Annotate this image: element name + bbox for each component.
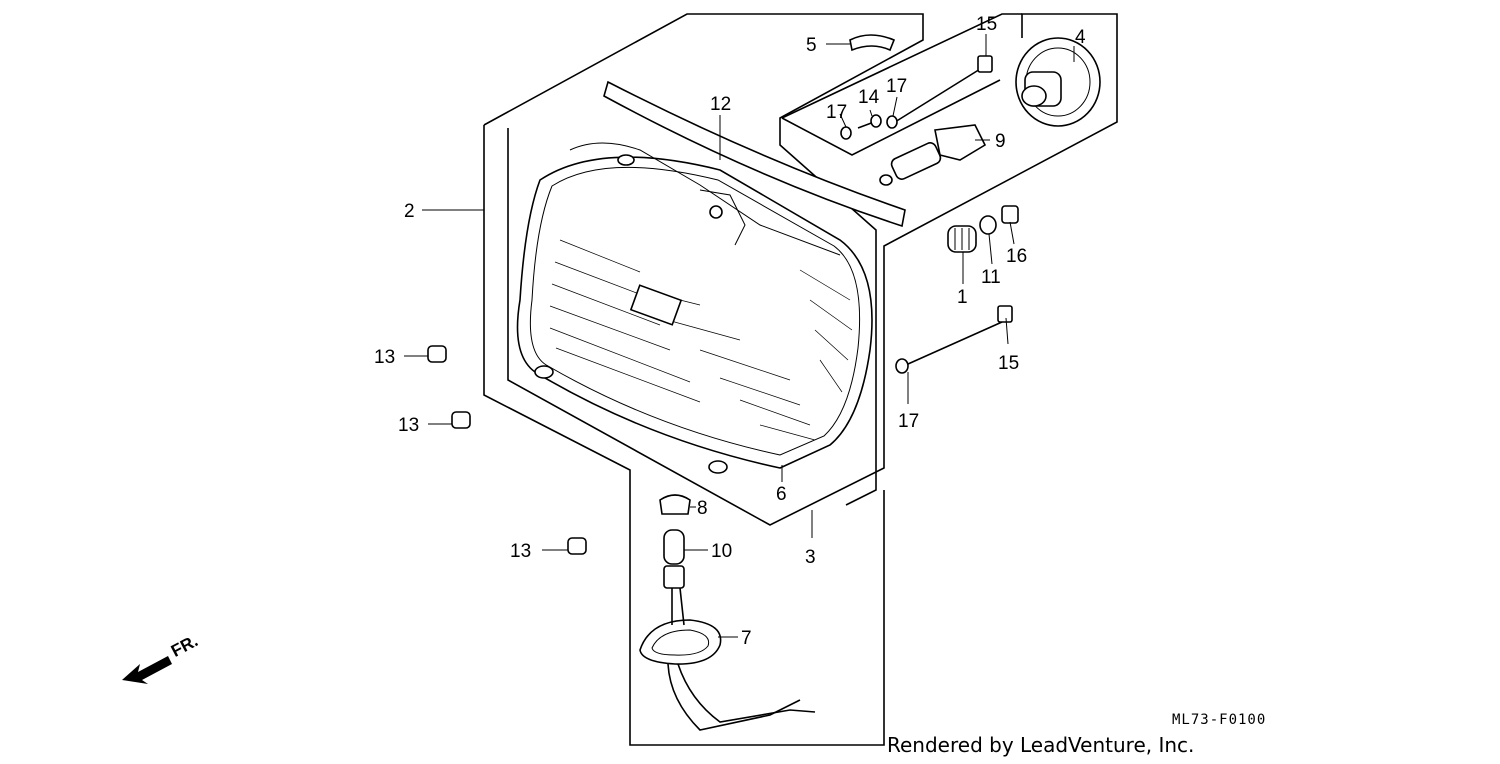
screw-13-c xyxy=(567,537,587,555)
group-outline-bolt-set xyxy=(781,13,1022,156)
washer-upper-right xyxy=(886,115,898,129)
screw-14 xyxy=(857,114,882,129)
callout-4: 4 xyxy=(1075,27,1086,48)
collar-11 xyxy=(979,215,997,235)
washer-lower xyxy=(895,358,909,374)
callout-13-c: 13 xyxy=(510,541,531,562)
group-outline-3 xyxy=(507,13,1118,526)
diagram-code: ML73-F0100 xyxy=(1172,712,1267,728)
callout-15-b: 15 xyxy=(998,353,1019,374)
nut-16 xyxy=(1001,205,1019,224)
callout-14: 14 xyxy=(858,87,880,108)
callout-12: 12 xyxy=(710,94,731,115)
front-direction-arrow xyxy=(122,656,172,684)
callout-13-a: 13 xyxy=(374,347,395,368)
screw-13-a xyxy=(427,345,447,363)
seal-strip xyxy=(603,80,906,228)
render-credit: Rendered by LeadVenture, Inc. xyxy=(887,733,1195,757)
callout-11: 11 xyxy=(981,267,1001,288)
callout-6: 6 xyxy=(776,484,787,505)
headlight-housing xyxy=(516,142,873,474)
adjusting-bolt-lower xyxy=(907,305,1013,365)
clip xyxy=(849,34,896,52)
callout-8: 8 xyxy=(697,498,708,519)
grommet-1 xyxy=(947,225,977,253)
callout-10: 10 xyxy=(711,541,732,562)
callout-17-c: 17 xyxy=(898,411,919,432)
rubber-cap-8 xyxy=(659,494,691,515)
callout-17-a: 17 xyxy=(826,102,847,123)
callout-16: 16 xyxy=(1006,246,1027,267)
callout-13-b: 13 xyxy=(398,415,419,436)
group-outline-2 xyxy=(483,13,924,746)
adjusting-bolt-upper xyxy=(894,55,993,123)
washer-upper-left xyxy=(840,126,852,140)
callout-3: 3 xyxy=(805,547,816,568)
callout-15-a: 15 xyxy=(976,14,997,35)
callout-9: 9 xyxy=(995,131,1006,152)
screw-13-b xyxy=(451,411,471,429)
callout-1: 1 xyxy=(957,287,968,308)
callout-labels: 1 2 3 4 5 6 7 8 9 10 11 12 13 13 13 14 1… xyxy=(374,14,1086,649)
callout-17-b: 17 xyxy=(886,76,907,97)
headlight-bulb xyxy=(879,124,987,186)
leader-lines xyxy=(404,34,1075,638)
dust-cover xyxy=(1015,37,1101,127)
callout-5: 5 xyxy=(806,35,817,56)
callout-7: 7 xyxy=(741,628,752,649)
callout-2: 2 xyxy=(404,201,415,222)
socket-wiring-7 xyxy=(639,565,816,731)
position-bulb-10 xyxy=(663,529,685,565)
